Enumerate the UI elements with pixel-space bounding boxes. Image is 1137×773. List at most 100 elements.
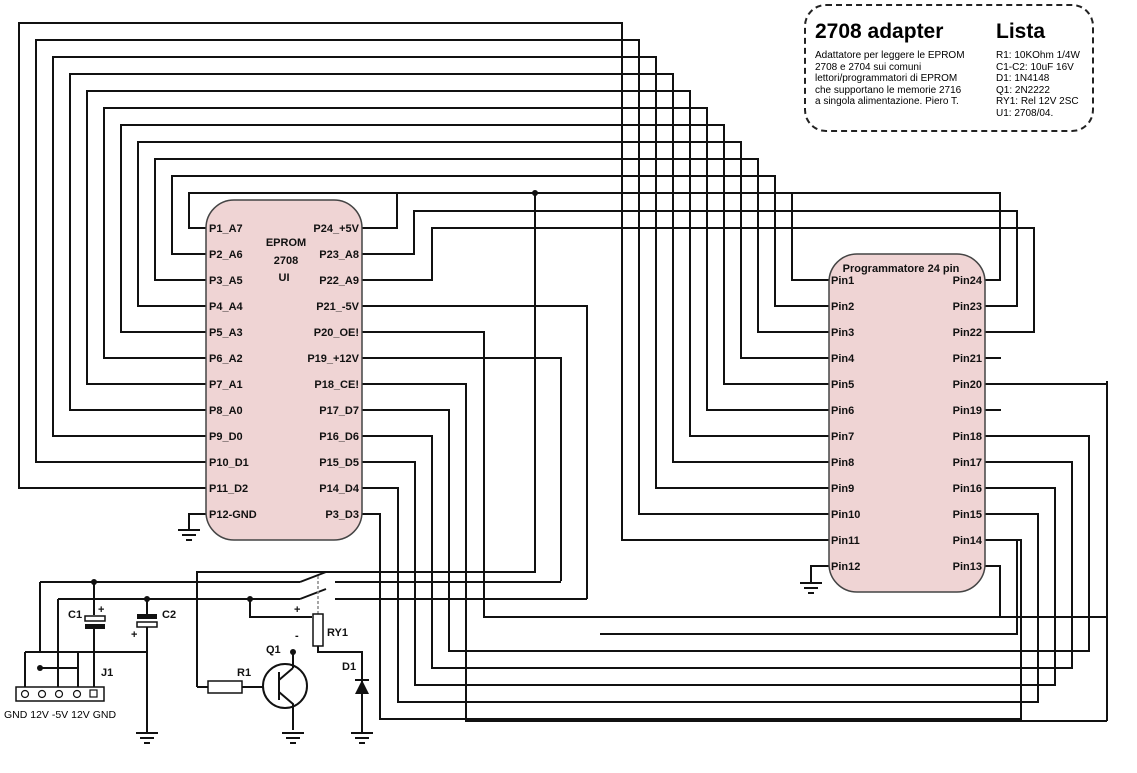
wire — [810, 565, 829, 583]
programmer-chip — [828, 253, 986, 593]
eprom-pin-right: P3_D3 — [325, 509, 359, 521]
connector-pin-icon — [54, 689, 64, 699]
wire — [362, 192, 1001, 281]
note-title: 2708 adapter — [815, 20, 944, 43]
wire — [86, 90, 829, 437]
desc-line: 2708 e 2704 sui comuni — [815, 61, 922, 73]
programmer-pin-right: Pin19 — [953, 405, 982, 417]
eprom-title-3: UI — [279, 272, 290, 284]
programmer-pin-right: Pin24 — [953, 275, 983, 287]
programmer-pin-right: Pin20 — [953, 379, 982, 391]
programmer-pin-left: Pin11 — [831, 535, 860, 547]
junction-dot — [144, 596, 150, 602]
connector-pin1-icon — [89, 689, 98, 698]
eprom-pin-left: P7_A1 — [209, 379, 243, 391]
parts-item: D1: 1N4148 — [996, 73, 1050, 84]
connector-pin-icon — [37, 689, 47, 699]
eprom-pin-right: P23_A8 — [319, 249, 359, 261]
eprom-pins: P1_A7P2_A6P3_A5P4_A4P5_A3P6_A2P7_A1P8_A0… — [209, 223, 360, 521]
programmer-pin-right: Pin18 — [953, 431, 982, 443]
note-description: Adattatore per leggere le EPROM 2708 e 2… — [815, 50, 985, 108]
parts-list: R1: 10KOhm 1/4W C1-C2: 10uF 16V D1: 1N41… — [996, 50, 1080, 119]
programmer-pin-left: Pin8 — [831, 457, 854, 469]
eprom-pin-left: P10_D1 — [209, 457, 249, 469]
wire — [362, 210, 1018, 307]
capacitor-c1-plate — [85, 624, 105, 629]
programmer-title: Programmatore 24 pin — [843, 263, 960, 275]
eprom-title-2: 2708 — [274, 255, 298, 267]
wire — [18, 22, 829, 541]
wire — [362, 461, 1056, 686]
parts-item: U1: 2708/04. — [996, 107, 1054, 119]
wire — [362, 409, 1090, 652]
eprom-pin-left: P11_D2 — [209, 483, 248, 495]
wire — [24, 599, 147, 690]
wire — [355, 652, 369, 733]
eprom-pin-left: P4_A4 — [209, 301, 244, 313]
eprom-pin-left: P3_A5 — [209, 275, 243, 287]
programmer-pin-left: Pin7 — [831, 431, 854, 443]
eprom-pin-right: P20_OE! — [314, 327, 359, 339]
programmer-pin-left: Pin2 — [831, 301, 854, 313]
eprom-title-1: EPROM — [266, 237, 306, 249]
wire — [362, 383, 1107, 722]
capacitor-c2-icon — [137, 614, 157, 619]
q1-label: Q1 — [266, 644, 281, 656]
connector-labels: GND 12V -5V 12V GND — [4, 709, 117, 721]
wire — [362, 487, 1039, 703]
info-note: 2708 adapter Lista Adattatore per legger… — [804, 4, 1094, 132]
desc-line: che supportano le memorie 2716 — [815, 84, 962, 96]
eprom-pin-left: P2_A6 — [209, 249, 243, 261]
capacitor-c2-plate — [136, 621, 158, 628]
eprom-pin-right: P18_CE! — [314, 379, 359, 391]
programmer-pin-left: Pin5 — [831, 379, 854, 391]
eprom-pin-left: P12-GND — [209, 509, 257, 521]
eprom-pin-right: P22_A9 — [319, 275, 359, 287]
programmer-pin-left: Pin1 — [831, 275, 854, 287]
junction-dot — [532, 190, 538, 196]
programmer-pin-right: Pin17 — [953, 457, 982, 469]
wire — [362, 227, 1035, 333]
list-title: Lista — [996, 20, 1046, 43]
wire — [362, 331, 1108, 618]
programmer-pin-left: Pin10 — [831, 509, 860, 521]
wire — [35, 39, 829, 515]
wire — [120, 124, 829, 385]
programmer-pin-left: Pin9 — [831, 483, 854, 495]
wires — [18, 22, 1108, 722]
programmer-pin-right: Pin13 — [953, 561, 982, 573]
d1-label: D1 — [342, 661, 356, 673]
programmer-pin-left: Pin6 — [831, 405, 854, 417]
desc-line: a singola alimentazione. Piero T. — [815, 96, 959, 107]
relay-minus: - — [295, 630, 299, 642]
relay-label: RY1 — [327, 627, 348, 639]
r1-label: R1 — [237, 667, 251, 679]
eprom-pin-left: P6_A2 — [209, 353, 243, 365]
eprom-pin-right: P14_D4 — [319, 483, 360, 495]
wire — [600, 539, 1018, 635]
parts-item: RY1: Rel 12V 2SC — [996, 96, 1079, 107]
programmer-pins: Pin1Pin2Pin3Pin4Pin5Pin6Pin7Pin8Pin9Pin1… — [831, 275, 983, 573]
wire — [196, 193, 536, 687]
resistor-r1-icon — [207, 680, 243, 694]
wire — [137, 141, 829, 359]
ground-icon — [178, 529, 200, 541]
ground-icon — [136, 732, 158, 744]
eprom-chip — [205, 199, 363, 541]
wire — [188, 513, 206, 530]
wire — [103, 107, 829, 411]
wire — [52, 56, 829, 489]
programmer-pin-right: Pin21 — [953, 353, 982, 365]
eprom-pin-right: P21_-5V — [316, 301, 359, 313]
desc-line: Adattatore per leggere le EPROM — [815, 50, 965, 61]
transistor-leads — [278, 667, 294, 730]
c2-plus: + — [131, 629, 137, 641]
eprom-pin-right: P24_+5V — [313, 223, 359, 235]
wire — [362, 305, 588, 599]
programmer-pin-right: Pin14 — [953, 535, 983, 547]
wire — [69, 73, 829, 463]
parts-item: Q1: 2N2222 — [996, 84, 1050, 96]
parts-item: C1-C2: 10uF 16V — [996, 61, 1074, 73]
eprom-pin-left: P8_A0 — [209, 405, 243, 417]
